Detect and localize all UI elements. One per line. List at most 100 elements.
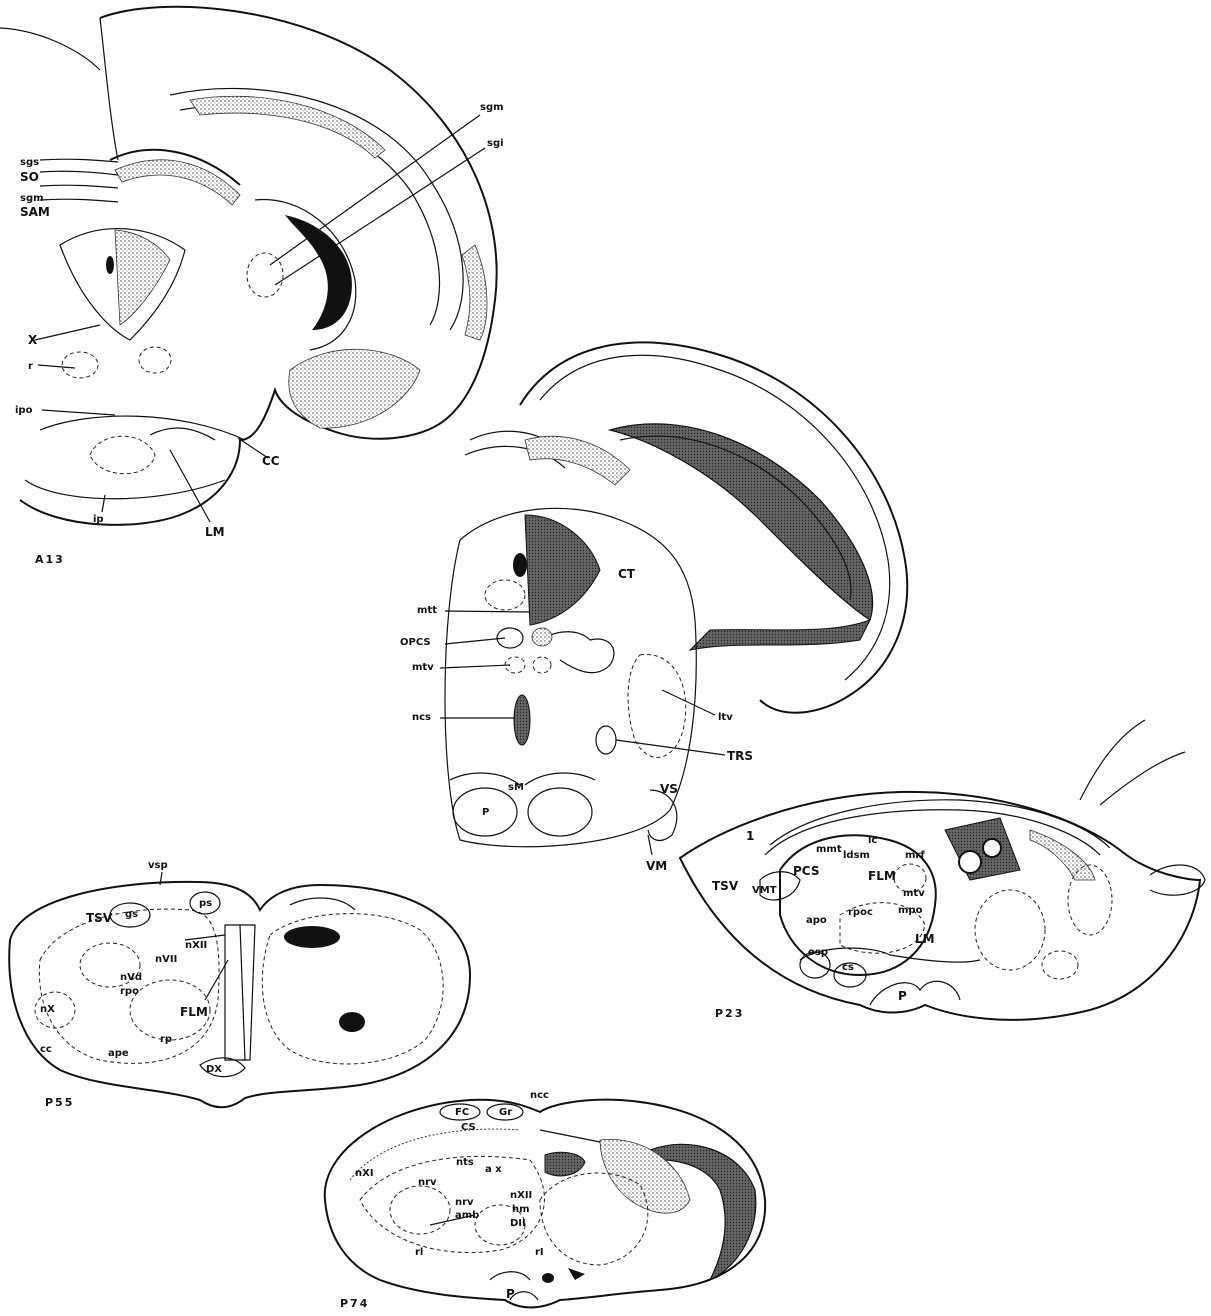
label-p23-apo: apo [806, 915, 827, 926]
a13-outline [20, 7, 497, 525]
label-p23-ldsm: ldsm [843, 850, 870, 861]
label-p23-osp: osp [808, 947, 828, 958]
label-p74-ax: a x [485, 1164, 502, 1175]
label-p55-flm: FLM [180, 1005, 208, 1019]
a13-cerebral-peduncle [289, 349, 420, 428]
label-p23-mtt: mtt [417, 605, 437, 616]
section-p23-pons: 1 TSV VMT PCS mmt ldsm lc mrf FLM mtv mp… [680, 720, 1205, 1020]
label-p74-hm: hm [512, 1204, 530, 1215]
label-p23-cs: cs [842, 962, 854, 973]
label-p23-mtv: mtv [412, 662, 434, 673]
p23-pons-outline [680, 792, 1200, 1020]
a13-colliculus-layer [115, 160, 240, 205]
p23-aqueduct [513, 553, 527, 577]
label-p74-cs: CS [461, 1122, 476, 1133]
label-p74-ri: rI [535, 1247, 544, 1258]
label-a13-sam: SAM [20, 205, 50, 219]
label-p55-dx: DX [206, 1064, 222, 1075]
label-p23-p: P [898, 989, 907, 1003]
p23-colliculus-layer [525, 436, 630, 485]
label-p23-p: P [482, 807, 489, 818]
p23-pons-stipple [1030, 830, 1095, 880]
label-p55-rpo: rpo [120, 986, 139, 997]
p55-outline [9, 882, 470, 1107]
label-p55-nxii: nXII [185, 940, 207, 951]
label-p74-dii: DII [510, 1218, 526, 1229]
a13-hippocampus-mid [180, 106, 440, 325]
label-p23-rpoc: rpoc [848, 907, 873, 918]
p23-hippocampus-band [610, 424, 873, 620]
label-p55-gs: gs [125, 909, 138, 920]
label-p55-ps: ps [199, 898, 212, 909]
label-p55-ape: ape [108, 1048, 129, 1059]
label-a13-x: X [28, 333, 38, 347]
label-p55-tsv: TSV [86, 911, 113, 925]
a13-midline [100, 18, 118, 160]
label-p23-ncs: ncs [412, 712, 431, 723]
label-p55-rp: rp [160, 1034, 172, 1045]
label-p23-trs: TRS [727, 749, 753, 763]
p23-ncs [514, 695, 530, 745]
a13-pons-top [40, 416, 245, 440]
section-title-a13: A13 [35, 553, 65, 566]
label-p23-vmt: VMT [752, 885, 777, 896]
a13-central-gray-fill [115, 230, 170, 325]
a13-layer-line-4 [40, 199, 118, 202]
leader-p23-mtv [440, 665, 510, 668]
leader-a13-x [35, 325, 100, 340]
leader-p74-cs [540, 1130, 600, 1142]
section-title-p23: P23 [715, 1007, 744, 1020]
label-p23-vs: VS [660, 782, 678, 796]
leader-a13-ipo [42, 410, 115, 415]
p74-dark-nucleus [545, 1152, 585, 1175]
a13-lateral-band [462, 245, 487, 340]
label-p23-vm: VM [646, 859, 667, 873]
label-p23-opcs: OPCS [400, 637, 431, 648]
p23-oval-1 [485, 580, 525, 610]
label-p55-nx: nX [40, 1004, 55, 1015]
a13-lm-tract [150, 428, 215, 440]
leader-a13-sgm [270, 115, 480, 265]
p55-midline-left [225, 925, 245, 1060]
section-p74: ncc FC Gr CS nts a x nXI nrv nrv amb nXI… [325, 1090, 765, 1310]
label-p23-one: 1 [746, 829, 754, 843]
p23-p-right [528, 788, 592, 836]
leader-p23-ltv [662, 690, 715, 715]
p23-opcs-right [532, 628, 552, 646]
p23-lower-band [690, 620, 870, 650]
p23-trs-nucleus [596, 726, 616, 754]
p23-nerve-2 [1100, 752, 1185, 805]
label-a13-ipo: ipo [15, 405, 33, 416]
label-p23-vmt-top: mmt [816, 844, 842, 855]
p74-ventral-triangle [568, 1268, 585, 1280]
p23-ventral-arc-right [525, 773, 595, 785]
a13-layer-line-2 [40, 171, 118, 175]
label-a13-sgm-right: sgm [480, 102, 504, 113]
label-a13-so: SO [20, 170, 39, 184]
label-a13-sgs: sgs [20, 157, 39, 168]
leader-a13-sgi [275, 148, 485, 285]
section-a13: sgm sgi sgs SO sgm SAM X r ipo CC LM ip … [0, 7, 504, 566]
label-p74-ncc: ncc [530, 1090, 549, 1101]
label-p74-rl: rl [415, 1247, 423, 1258]
p55-dark-ellipse [284, 926, 340, 948]
label-a13-sgm-left: sgm [20, 193, 44, 204]
p23-vs-shape [648, 790, 677, 840]
section-title-p74: P74 [340, 1297, 369, 1310]
label-p55-nvii: nVII [155, 954, 177, 965]
label-p55-vsp: vsp [148, 860, 168, 871]
label-p74-gr: Gr [499, 1107, 512, 1118]
p23-central-gray [525, 515, 600, 625]
p55-dark-dot [339, 1012, 365, 1032]
p74-ventral-dot [542, 1273, 554, 1283]
label-a13-r: r [28, 361, 33, 372]
label-p74-nts: nts [456, 1157, 474, 1168]
a13-r-nucleus-left [62, 352, 98, 378]
p23-pons-circle-2 [983, 839, 1001, 857]
label-p55-cc: cc [40, 1044, 52, 1055]
p23-p-shape [870, 981, 960, 1005]
p23-right-dash-3 [1042, 951, 1078, 979]
section-p23-mid: CT mtt OPCS mtv ncs ltv TRS VS VM P sM [400, 342, 907, 873]
p23-ltv-region [628, 654, 686, 757]
leader-p23-opcs [445, 638, 505, 644]
